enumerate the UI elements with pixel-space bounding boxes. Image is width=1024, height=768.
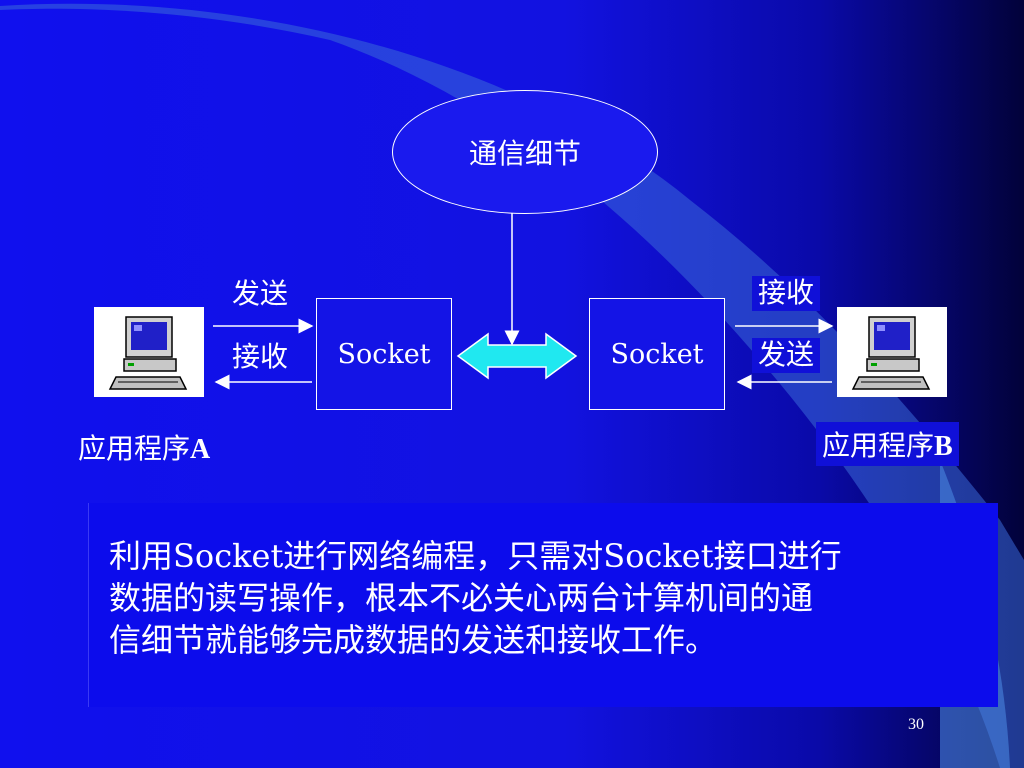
socket-label-right: Socket <box>610 338 704 370</box>
computer-icon <box>851 316 931 390</box>
right-receive-label: 接收 <box>752 276 821 311</box>
app-a-label-letter: A <box>190 434 211 465</box>
description-line: 数据的读写操作，根本不必关心两台计算机间的通 <box>109 579 814 617</box>
page-number: 30 <box>908 716 924 733</box>
app-b-computer-frame <box>837 307 947 397</box>
app-a-computer-frame <box>94 307 204 397</box>
bidirectional-connection-arrow <box>456 332 578 380</box>
socket-box-right: Socket <box>589 298 725 410</box>
description-line: 信细节就能够完成数据的发送和接收工作。 <box>109 621 718 659</box>
socket-box-left: Socket <box>316 298 452 410</box>
right-send-label: 发送 <box>752 338 821 373</box>
background-swoosh <box>0 3 1024 768</box>
socket-label-left: Socket <box>337 338 431 370</box>
description-line: 利用Socket进行网络编程，只需对Socket接口进行 <box>109 537 842 575</box>
app-b-label-prefix: 应用程序 <box>822 429 935 462</box>
left-send-label: 发送 <box>232 277 289 310</box>
app-a-label-prefix: 应用程序 <box>78 432 191 465</box>
left-receive-label: 接收 <box>232 340 289 373</box>
description-panel: 利用Socket进行网络编程，只需对Socket接口进行 数据的读写操作，根本不… <box>88 503 998 707</box>
communication-details-label: 通信细节 <box>468 137 581 170</box>
communication-details-node: 通信细节 <box>392 90 658 214</box>
app-b-label-letter: B <box>934 431 953 462</box>
computer-icon <box>108 316 188 390</box>
app-b-label: 应用程序B <box>816 422 959 466</box>
app-a-label: 应用程序A <box>78 427 210 467</box>
